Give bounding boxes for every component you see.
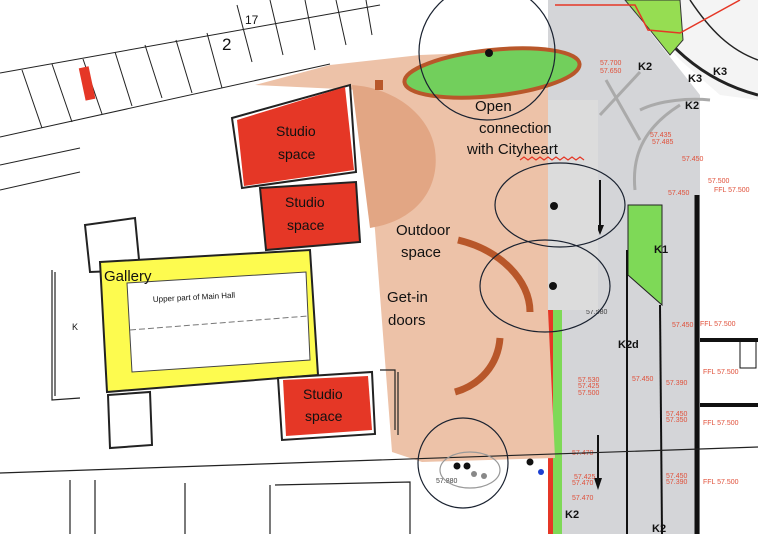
open-connection-label-3: with Cityheart	[466, 141, 559, 158]
zone-label: K3	[688, 73, 702, 85]
level: 57.500	[578, 390, 600, 397]
studio-space-3: Studio space	[276, 370, 377, 442]
level: 57.450	[668, 190, 690, 197]
outdoor-dark-area	[352, 85, 436, 228]
studio-label: Studio	[276, 123, 316, 139]
studio-label: space	[287, 217, 325, 233]
outdoor-space-label-1: Outdoor	[396, 222, 450, 239]
level: 57.580	[586, 309, 608, 316]
zone-label: K2d	[618, 339, 639, 351]
parking-number-small: 17	[245, 13, 259, 27]
zone-label: K2	[565, 509, 579, 521]
ffl-level: FFL 57.500	[700, 321, 736, 328]
outdoor-space-label-2: space	[401, 244, 441, 261]
zone-label: K2	[638, 61, 652, 73]
ffl-level: FFL 57.500	[703, 420, 739, 427]
get-in-doors-label-1: Get-in	[387, 289, 428, 306]
parking-number: 2	[222, 35, 231, 54]
level: 57.390	[666, 380, 688, 387]
level: 57.425	[574, 474, 596, 481]
studio-space-1: Studio space	[230, 83, 358, 190]
zone-label: K1	[654, 244, 668, 256]
building-outlines	[0, 270, 758, 534]
outdoor-space-area	[255, 50, 555, 462]
level: 57.450	[666, 473, 688, 480]
level: 57.350	[666, 417, 688, 424]
level: 57.435	[650, 132, 672, 139]
ffl-level: FFL 57.500	[714, 187, 750, 194]
parking-rows	[0, 0, 381, 191]
get-in-doors-label-2: doors	[388, 312, 426, 329]
studio-label: space	[278, 146, 316, 162]
zone-label: K3	[713, 66, 727, 78]
spellcheck-underline	[519, 156, 585, 161]
studio-label: space	[305, 408, 343, 424]
studio-space-2: Studio space	[258, 180, 362, 252]
door-arc-lower	[453, 337, 504, 396]
gallery-label: Gallery	[104, 268, 152, 285]
level: 57.470	[572, 495, 594, 502]
main-hall-label: Upper part of Main Hall	[153, 291, 236, 304]
level: 57.450	[672, 322, 694, 329]
open-connection-label-1: Open	[475, 98, 512, 115]
door-arc-upper	[457, 236, 534, 313]
room-letter: K	[72, 322, 78, 332]
zone-label: K2	[652, 523, 666, 534]
level: 57.425	[578, 383, 600, 390]
open-connection-label-2: connection	[479, 120, 552, 137]
level: 57.485	[652, 139, 674, 146]
red-marker	[78, 66, 96, 101]
studio-label: Studio	[303, 386, 343, 402]
level: 57.450	[632, 376, 654, 383]
zone-labels: K2 K3 K3 K2 K1 K2d K2 K2	[565, 61, 727, 534]
studio-label: Studio	[285, 194, 325, 210]
zone-label: K2	[685, 100, 699, 112]
brown-marker	[375, 80, 383, 90]
level: 57.530	[578, 377, 600, 384]
level: 57.650	[600, 68, 622, 75]
gallery-block	[83, 216, 320, 450]
level: 57.390	[666, 479, 688, 486]
level: 57.700	[600, 60, 622, 67]
level: 57.500	[708, 178, 730, 185]
radius-circles	[417, 0, 626, 509]
ffl-level: FFL 57.500	[703, 479, 739, 486]
ffl-level: FFL 57.500	[703, 369, 739, 376]
level: 57.450	[682, 156, 704, 163]
level: 57.450	[666, 411, 688, 418]
tree-markers	[453, 49, 558, 479]
level: 57.470	[572, 480, 594, 487]
